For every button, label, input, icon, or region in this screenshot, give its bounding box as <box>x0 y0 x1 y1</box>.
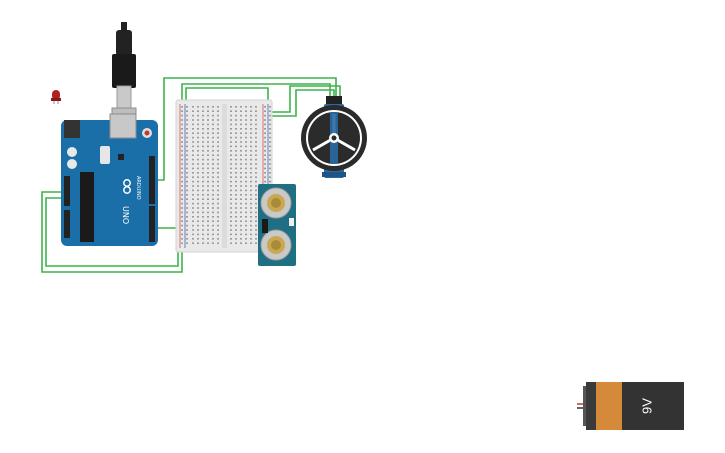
arduino-logo-icon <box>123 179 131 194</box>
arduino-logo-text: ARDUINO <box>135 176 141 200</box>
sensor-transducer-bottom <box>260 229 292 261</box>
arduino-header-left <box>64 176 70 238</box>
wire-rail-to-servo-a[interactable] <box>181 83 331 104</box>
breadboard-holes[interactable] <box>181 106 271 244</box>
battery-label: 9V <box>639 398 654 414</box>
servo-horn-icon[interactable] <box>301 105 367 171</box>
9v-battery[interactable]: 9V <box>577 382 684 430</box>
ultrasonic-sensor[interactable] <box>258 184 296 266</box>
wire-rail-to-servo-b[interactable] <box>185 87 269 104</box>
arduino-header-right <box>149 156 155 242</box>
servo-motor[interactable] <box>301 96 367 178</box>
wire-rail-to-servo-d[interactable] <box>264 89 335 117</box>
red-led[interactable] <box>51 90 61 104</box>
arduino-model-text: UNO <box>121 206 130 224</box>
wire-rail-to-servo-c[interactable] <box>264 85 341 113</box>
wire-arduino-loop-inner[interactable] <box>45 197 179 267</box>
breadboard[interactable] <box>175 99 273 253</box>
arduino-uno-board[interactable]: ARDUINO UNO <box>61 113 158 246</box>
sensor-transducer-top <box>260 187 292 219</box>
wire-arduino-loop-outer[interactable] <box>41 191 183 273</box>
